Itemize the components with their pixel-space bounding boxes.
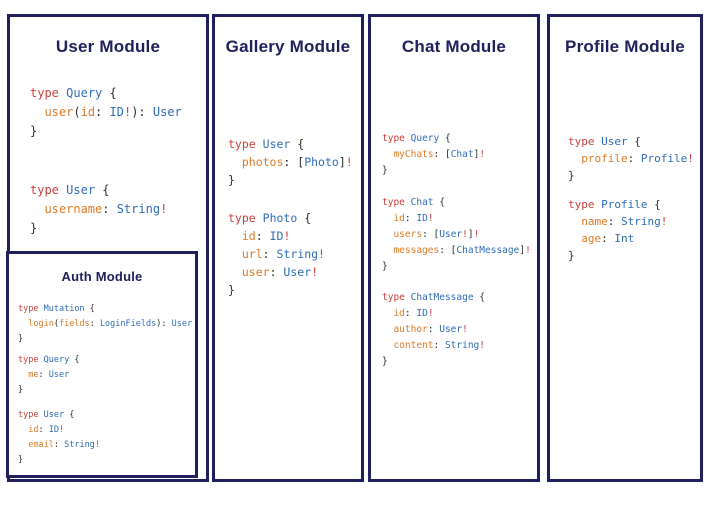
code-line: type Query { [382, 133, 451, 144]
gallery-module-title: Gallery Module [225, 37, 351, 56]
code-line: profile: Profile! [581, 152, 694, 165]
code-line: } [30, 221, 38, 235]
code-line: } [382, 261, 388, 272]
code-block: type User { username: String!} [30, 181, 167, 238]
code-line: name: String! [581, 215, 668, 228]
code-line: login(fields: LoginFields): User [28, 319, 193, 329]
code-block: type ChatMessage { id: ID! author: User!… [382, 290, 485, 370]
code-line: type Photo { [228, 211, 312, 225]
code-line: email: String! [28, 440, 100, 450]
code-line: type User { [228, 137, 305, 151]
code-line: type User { [30, 183, 110, 197]
auth-module-code: type Mutation { login(fields: LoginField… [9, 254, 195, 475]
code-line: type User { [568, 135, 641, 148]
code-block: type User { photos: [Photo]!} [228, 135, 353, 189]
code-line: author: User! [393, 324, 468, 335]
code-line: type Mutation { [18, 304, 95, 314]
code-block: type Photo { id: ID! url: String! user: … [228, 209, 325, 299]
code-line: } [382, 356, 388, 367]
code-line: user: User! [241, 265, 319, 279]
chat-module-box: Chat Module type Query { myChats: [Chat]… [368, 14, 540, 482]
code-line: type Query { [18, 355, 80, 365]
code-line: type Chat { [382, 197, 445, 208]
profile-module-title: Profile Module [565, 37, 685, 56]
user-module-code: type Query { user(id: ID!): User}type Us… [10, 17, 206, 479]
code-line: } [18, 334, 24, 344]
code-block: type Query { user(id: ID!): User} [30, 84, 182, 141]
code-block: type User { id: ID! email: String!} [18, 408, 100, 468]
profile-module-code: type User { profile: Profile!}type Profi… [550, 17, 700, 479]
profile-module-box: Profile Module type User { profile: Prof… [547, 14, 703, 482]
gallery-module-box: Gallery Module type User { photos: [Phot… [212, 14, 364, 482]
code-line: me: User [28, 370, 70, 380]
code-line: } [18, 455, 24, 465]
code-line: type ChatMessage { [382, 292, 485, 303]
code-line: photos: [Photo]! [241, 155, 353, 169]
code-line: messages: [ChatMessage]! [393, 245, 531, 256]
code-block: type Chat { id: ID! users: [User!]! mess… [382, 195, 531, 275]
code-line: type Profile { [568, 198, 661, 211]
code-line: } [568, 249, 575, 262]
code-line: user(id: ID!): User [44, 105, 182, 119]
chat-module-code: type Query { myChats: [Chat]!}type Chat … [371, 17, 537, 479]
code-line: } [18, 385, 24, 395]
code-line: type User { [18, 410, 75, 420]
user-module-title: User Module [55, 37, 161, 56]
code-line: type Query { [30, 86, 117, 100]
code-block: type Profile { name: String! age: Int} [568, 196, 667, 264]
code-line: } [228, 283, 235, 297]
auth-module-box: Auth Module type Mutation { login(fields… [6, 251, 198, 478]
code-line: url: String! [241, 247, 325, 261]
code-line: id: ID! [241, 229, 291, 243]
code-line: } [228, 173, 235, 187]
code-block: type User { profile: Profile!} [568, 133, 694, 184]
auth-module-title: Auth Module [61, 269, 143, 284]
code-block: type Mutation { login(fields: LoginField… [18, 302, 192, 347]
code-line: username: String! [44, 202, 168, 216]
code-line: users: [User!]! [393, 229, 480, 240]
code-line: } [568, 169, 575, 182]
code-line: id: ID! [28, 425, 65, 435]
code-line: } [30, 124, 38, 138]
code-line: content: String! [393, 340, 486, 351]
code-block: type Query { me: User} [18, 353, 79, 398]
code-line: age: Int [581, 232, 635, 245]
code-line: myChats: [Chat]! [393, 149, 486, 160]
gallery-module-code: type User { photos: [Photo]!}type Photo … [215, 17, 361, 479]
code-block: type Query { myChats: [Chat]!} [382, 131, 485, 179]
code-line: id: ID! [393, 308, 434, 319]
code-line: id: ID! [393, 213, 434, 224]
chat-module-title: Chat Module [401, 37, 507, 56]
code-line: } [382, 165, 388, 176]
